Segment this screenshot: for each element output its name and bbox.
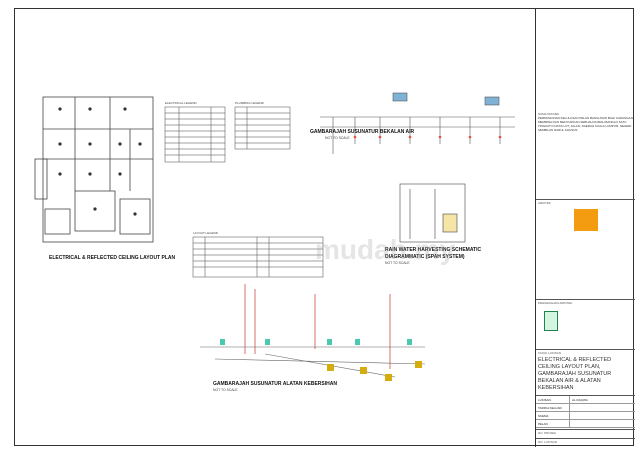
water-supply-title: GAMBARAJAH SUSUNATUR BEKALAN AIR: [310, 129, 415, 135]
info-row: TARIKH KELUAR: [536, 404, 635, 412]
rain-water-diagram: [399, 183, 466, 243]
info-row: PELAN: [536, 420, 635, 428]
rain-water-scale: NOT TO SCALE: [385, 261, 410, 265]
drawing-title: ELECTRICAL & REFLECTED CEILING LAYOUT PL…: [538, 357, 612, 391]
layout-legend-title: LAYOUT LEGEND: [193, 231, 218, 235]
water-supply-scale: NOT TO SCALE: [325, 136, 350, 140]
rain-water-title-2: DIAGRAMMATIC (SPAH SYSTEM): [385, 254, 465, 260]
sanitary-pipes: [200, 346, 426, 378]
rain-water-title-1: RAIN WATER HARVESTING SCHEMATIC: [385, 247, 482, 253]
electrical-legend-title: ELECTRICAL LEGEND: [165, 101, 197, 105]
approval-label: PENGESAHAN ARKITEK: [538, 301, 573, 305]
consultant-logo: [573, 209, 598, 231]
water-outlets: [353, 135, 502, 139]
drawing-sheet: ELECTRICAL & REFLECTED CEILING LAYOUT PL…: [14, 8, 635, 447]
approval-stamp: [544, 311, 558, 331]
info-row: SKEMA: [536, 412, 635, 420]
project-section: NAMA PROJEK PERMOHONAN KELULUSAN PELAN B…: [536, 111, 635, 133]
drawing-canvas: [34, 92, 515, 381]
drawing-area: ELECTRICAL & REFLECTED CEILING LAYOUT PL…: [15, 9, 535, 447]
water-supply-diagram: [320, 92, 515, 154]
consultant-section: ARKITEK: [536, 199, 635, 254]
electrical-plan-title: ELECTRICAL & REFLECTED CEILING LAYOUT PL…: [49, 255, 176, 261]
consultant-label: ARKITEK: [538, 201, 551, 205]
drawing-title-section: TAJUK LUKISAN ELECTRICAL & REFLECTED CEI…: [536, 349, 635, 394]
approval-section: PENGESAHAN ARKITEK: [536, 299, 635, 349]
plumbing-legend-table: [234, 106, 291, 150]
floor-plan: [34, 96, 154, 243]
ceiling-points: [58, 107, 142, 216]
project-text: PERMOHONAN KELULUSAN PELAN BANGUNAN BAGI…: [538, 116, 633, 132]
sanitary-title: GAMBARAJAH SUSUNATUR ALATAN KEBERSIHAN: [213, 381, 337, 387]
inspection-chambers: [327, 361, 422, 381]
drawing-no: NO. LUKISAN: [536, 438, 635, 445]
plumbing-legend-title: PLUMBING LEGEND: [235, 101, 264, 105]
sanitary-diagram: [244, 284, 391, 369]
sanitary-fixtures: [220, 339, 412, 345]
project-label: NAMA PROJEK: [538, 112, 560, 116]
title-block: NAMA PROJEK PERMOHONAN KELULUSAN PELAN B…: [535, 9, 635, 447]
watermark: mudah.my: [315, 234, 456, 265]
project-no: NO. PROJEK: [536, 429, 635, 436]
layout-legend-table: [192, 236, 324, 278]
drawing-title-label: TAJUK LUKISAN: [538, 351, 561, 355]
sanitary-scale: NOT TO SCALE: [213, 388, 238, 392]
electrical-legend-table: [164, 106, 226, 163]
